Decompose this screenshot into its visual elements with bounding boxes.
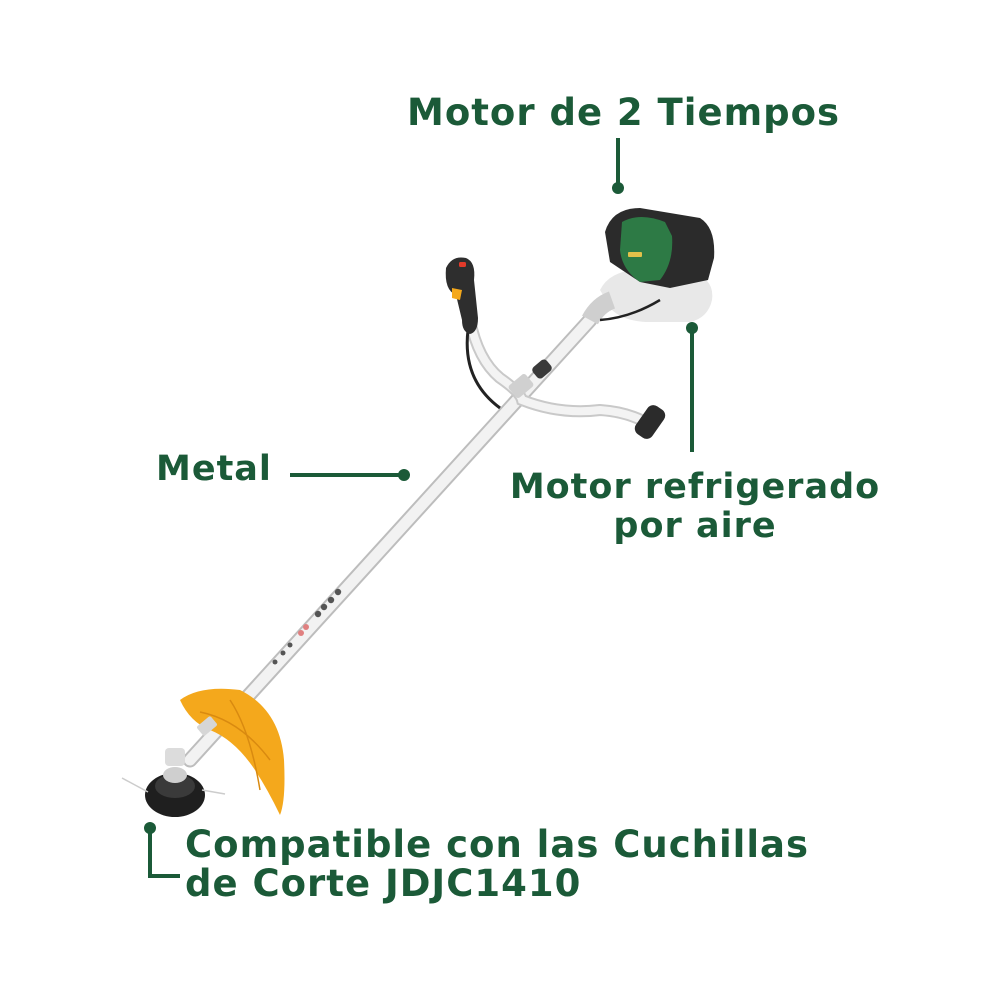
- blade-compatibility-label: Compatible con las Cuchillas de Corte JD…: [185, 823, 810, 905]
- right-grip: [634, 405, 666, 439]
- blades-connector-line: [148, 830, 180, 878]
- blade-compatibility-line1: Compatible con las Cuchillas: [185, 823, 810, 866]
- cooling-label-line1: Motor refrigerado: [509, 467, 881, 507]
- shaft-connector-dot: [398, 469, 410, 481]
- handlebar: [464, 314, 666, 439]
- throttle-grip: [445, 257, 478, 334]
- blades-connector-dot: [144, 822, 156, 834]
- blade-compatibility-line2: de Corte JDJC1410: [185, 861, 582, 905]
- callout-connectors: [144, 138, 698, 878]
- engine: [582, 208, 715, 325]
- cooling-label-line2: por aire: [613, 506, 777, 547]
- cooling-connector-dot: [686, 322, 698, 334]
- cooling-label: Motor refrigerado por aire: [505, 467, 885, 547]
- trimmer-head: [121, 748, 226, 817]
- engine-type-label: Motor de 2 Tiempos: [407, 91, 841, 134]
- shaft-decals-icon: [272, 588, 342, 665]
- guard: [180, 688, 285, 815]
- shaft-material-label: Metal: [156, 449, 272, 489]
- engine-connector-dot: [612, 182, 624, 194]
